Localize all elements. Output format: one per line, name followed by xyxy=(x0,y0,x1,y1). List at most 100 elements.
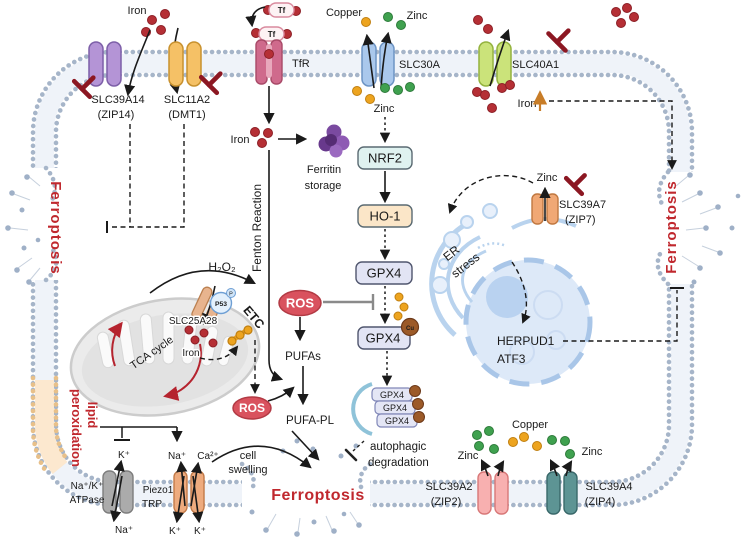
ferroptosis-right-label: Ferroptosis xyxy=(663,180,680,274)
ros-upper: ROS xyxy=(278,289,322,317)
zinc-top-label: Zinc xyxy=(407,10,428,22)
gpx4-box: GPX4 xyxy=(355,261,413,285)
iron-top-dots xyxy=(141,9,170,37)
iron-cytosol-label: Iron xyxy=(231,134,250,146)
svg-text:HO-1: HO-1 xyxy=(369,209,400,224)
mito-iron-dots xyxy=(184,325,218,348)
svg-text:Tf: Tf xyxy=(278,6,286,15)
svg-text:GPX4: GPX4 xyxy=(383,403,407,413)
metal-dots-below-slc30a xyxy=(352,82,415,104)
zinc-below-label: Zinc xyxy=(374,103,395,115)
k-below-label-1: K⁺ xyxy=(169,526,181,537)
piezo1-label-2: TRP xyxy=(142,499,162,510)
ferroptosis-bottom-label: Ferroptosis xyxy=(271,487,365,504)
slc11a2-inhibitor xyxy=(198,71,223,96)
copper-bottom-label: Copper xyxy=(512,419,548,431)
dmt1-alias-label: (DMT1) xyxy=(168,109,205,121)
tfr-label: TfR xyxy=(292,58,310,70)
slc30a-channel xyxy=(361,41,395,87)
slc39a7-label: SLC39A7 xyxy=(559,199,606,211)
zip2-alias-label: (ZIP2) xyxy=(431,496,462,508)
zip7-inhibitor xyxy=(563,173,587,197)
pufa-pl-label: PUFA-PL xyxy=(286,415,335,427)
zip4-alias-label: (ZIP4) xyxy=(585,496,616,508)
zinc-zip2-label: Zinc xyxy=(458,450,479,462)
endoplasmic-reticulum xyxy=(429,203,577,337)
svg-text:GPX4: GPX4 xyxy=(385,416,409,426)
mitochondria: TCA cycle SLC25A28 P53 P Iron ETC xyxy=(69,285,267,417)
ferritin-icon xyxy=(318,124,350,158)
membrane-ruptures xyxy=(16,165,712,520)
svg-text:GPX4: GPX4 xyxy=(366,331,401,346)
autophagic-label-2: degradation xyxy=(368,457,429,469)
cell-swelling-label-1: cell xyxy=(240,450,257,462)
zinc-dots-zip2 xyxy=(472,426,499,454)
copper-top-label: Copper xyxy=(326,7,362,19)
svg-text:GPX4: GPX4 xyxy=(367,266,402,281)
gpx4-cu-box: GPX4 Cu xyxy=(357,317,420,350)
transferrin-free: Tf xyxy=(263,2,301,18)
slc30a-label: SLC30A xyxy=(399,59,441,71)
autophagic-label-1: autophagic xyxy=(370,441,427,453)
slc39a2-channel xyxy=(477,471,509,515)
iron-dots-above-slc40a1 xyxy=(473,15,493,34)
ferritin-label-1: Ferritin xyxy=(307,164,341,176)
autophagic-inhibitor xyxy=(344,440,365,462)
k-below-label-2: K⁺ xyxy=(194,526,206,537)
iron-up-label: Iron xyxy=(518,98,537,110)
iron-dots-below-slc40a1 xyxy=(472,80,515,113)
slc11a2-channel xyxy=(168,41,202,87)
lipid-peroxidation-label-1: lipid xyxy=(85,402,100,429)
slc39a14-label: SLC39A14 xyxy=(91,94,144,106)
plasma-membrane xyxy=(30,49,695,508)
membrane-debris xyxy=(5,172,741,537)
p53-protein: P53 P xyxy=(209,288,236,315)
svg-text:ROS: ROS xyxy=(239,401,265,415)
slc11a2-label: SLC11A2 xyxy=(164,94,210,106)
atf3-label: ATF3 xyxy=(497,352,526,366)
svg-text:ROS: ROS xyxy=(286,296,315,311)
svg-text:NRF2: NRF2 xyxy=(368,151,402,166)
ferroptosis-left-label: Ferroptosis xyxy=(47,181,64,275)
ca-above-label: Ca²⁺ xyxy=(197,451,218,462)
k-above-label: K⁺ xyxy=(118,450,130,461)
slc39a4-label: SLC39A4 xyxy=(585,481,632,493)
svg-text:Tf: Tf xyxy=(268,30,276,39)
zip7-alias-label: (ZIP7) xyxy=(565,214,596,226)
herpud1-inhibition-line xyxy=(563,287,684,342)
phospho-badge: P xyxy=(229,292,233,298)
zip14-alias-label: (ZIP14) xyxy=(98,109,135,121)
iron-top-label: Iron xyxy=(128,5,147,17)
slc39a4-channel xyxy=(546,471,578,515)
ferritin-label-2: storage xyxy=(305,180,342,192)
svg-text:GPX4: GPX4 xyxy=(380,390,404,400)
atpase-label-1: Na⁺/K⁺ xyxy=(71,481,104,492)
fenton-reaction-label: Fenton Reaction xyxy=(250,184,264,272)
lipid-perox-effects xyxy=(100,426,183,443)
cell-swelling-label-2: swelling xyxy=(228,464,267,476)
zinc-zip4-label: Zinc xyxy=(582,446,603,458)
svg-text:P53: P53 xyxy=(215,301,227,308)
lipid-peroxidation-label-2: peroxidation xyxy=(69,389,84,467)
copper-dots-gpx4 xyxy=(393,292,409,321)
iron-dots-top-right xyxy=(611,3,639,28)
nucleus xyxy=(463,257,593,387)
slc25a28-label: SLC25A28 xyxy=(169,316,218,327)
ho1-box: HO-1 xyxy=(357,204,413,228)
ros-lower: ROS xyxy=(232,396,272,420)
slc40a1-inhibitor xyxy=(546,28,571,53)
zinc-dots-zip4 xyxy=(547,435,575,459)
na-above-label: Na⁺ xyxy=(168,451,186,462)
na-below-label: Na⁺ xyxy=(115,525,133,536)
mito-iron-label: Iron xyxy=(182,348,199,359)
nrf2-box: NRF2 xyxy=(357,146,413,170)
pufas-label: PUFAs xyxy=(285,351,321,363)
iron-cytosol-dots xyxy=(250,127,273,148)
atpase-label-2: ATPase xyxy=(70,495,105,506)
slc40a1-label: SLC40A1 xyxy=(512,59,559,71)
transferrin-bound: Tf xyxy=(251,26,292,42)
atpase-channel xyxy=(102,470,134,514)
ros-gpx4-inhibition xyxy=(323,294,375,310)
